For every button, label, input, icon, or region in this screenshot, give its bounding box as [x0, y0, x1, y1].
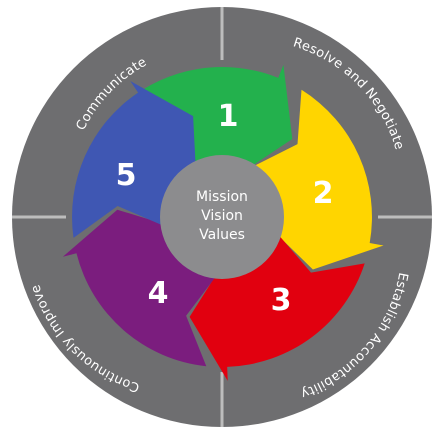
- center-hub: [160, 155, 284, 279]
- step-number-5: 5: [116, 158, 137, 193]
- cycle-arrow-1: [125, 64, 293, 175]
- cycle-arrow-4: [62, 209, 216, 367]
- step-number-3: 3: [271, 283, 292, 318]
- step-number-1: 1: [218, 99, 239, 134]
- cycle-arrow-2: [253, 89, 384, 270]
- step-number-4: 4: [148, 276, 169, 311]
- center-line-values: Values: [199, 227, 245, 243]
- cycle-arrow-3: [189, 235, 365, 381]
- cycle-arrow-5: [72, 81, 197, 238]
- center-line-vision: Vision: [201, 208, 243, 224]
- center-line-mission: Mission: [196, 189, 248, 205]
- cycle-arrows: [62, 64, 384, 381]
- step-number-2: 2: [313, 176, 334, 211]
